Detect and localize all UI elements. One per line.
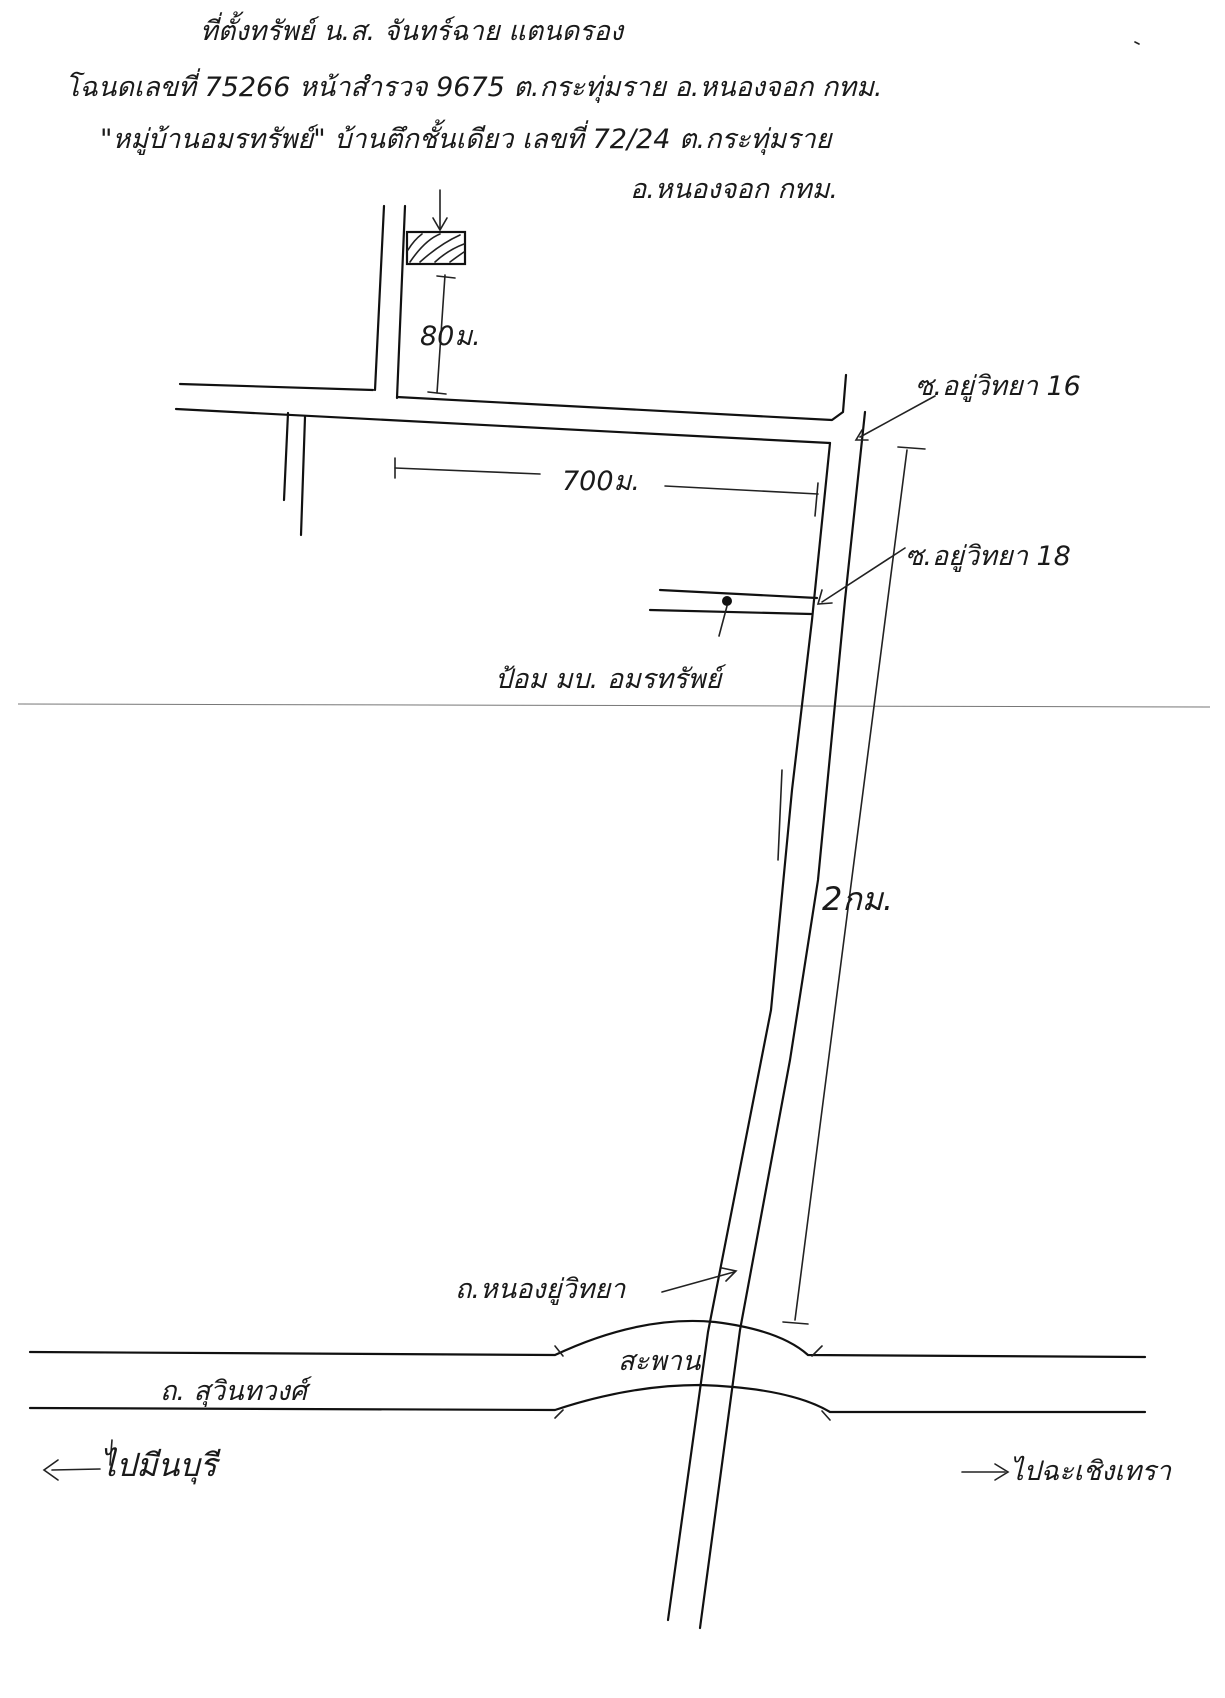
to-minburi-label: ไปมีนบุรี: [100, 1446, 221, 1485]
soi-18-label: ซ.อยู่วิทยา 18: [905, 541, 1071, 573]
soi-16-label: ซ.อยู่วิทยา 16: [915, 371, 1081, 403]
bridge-label: สะพาน: [618, 1346, 702, 1377]
north-spur-road: [373, 204, 407, 400]
to-chachoengsao-label: ไปฉะเชิงเทรา: [1010, 1455, 1172, 1487]
main-road: [666, 410, 867, 1630]
east-west-dimension: [394, 457, 819, 517]
highway-label: ถ. สุวินทวงศ์: [160, 1376, 313, 1408]
east-west-distance-label: 700ม.: [562, 466, 640, 497]
soi-18-pointer: [816, 547, 906, 605]
header-deed-line: โฉนดเลขที่ 75266 หน้าสำรวจ 9675 ต.กระทุ่…: [65, 68, 882, 104]
main-road-pointer: [661, 1267, 738, 1293]
scan-mark: [777, 41, 1140, 861]
arrow-left-icon: [42, 1439, 113, 1481]
arrow-right-icon: [961, 1463, 1010, 1481]
guard-post-label: ป้อม มบ. อมรทรัพย์: [495, 664, 727, 695]
header-district-line: อ.หนองจอก กทม.: [630, 174, 838, 205]
header-village-line: "หมู่บ้านอมรทรัพย์" บ้านตึกชั้นเดียว เลข…: [100, 119, 834, 156]
main-road-name-label: ถ.หนองยู่วิทยา: [455, 1274, 626, 1306]
north-spur-dimension: [427, 274, 456, 395]
main-road-distance-label: 2กม.: [822, 880, 893, 918]
north-spur-distance-label: 80ม.: [420, 321, 481, 352]
guard-post-dot-icon: [718, 596, 732, 637]
east-west-road: [174, 373, 848, 537]
property-marker-icon: [405, 189, 467, 266]
suwinthawong-road: [28, 1319, 1147, 1421]
soi-16-pointer: [854, 395, 936, 441]
main-road-dimension: [782, 446, 926, 1325]
header-owner-line: ที่ตั้งทรัพย์ น.ส. จันทร์ฉาย แตนดรอง: [200, 11, 625, 47]
soi-18-street: [648, 588, 819, 616]
scan-fold-line: [17, 703, 1211, 708]
